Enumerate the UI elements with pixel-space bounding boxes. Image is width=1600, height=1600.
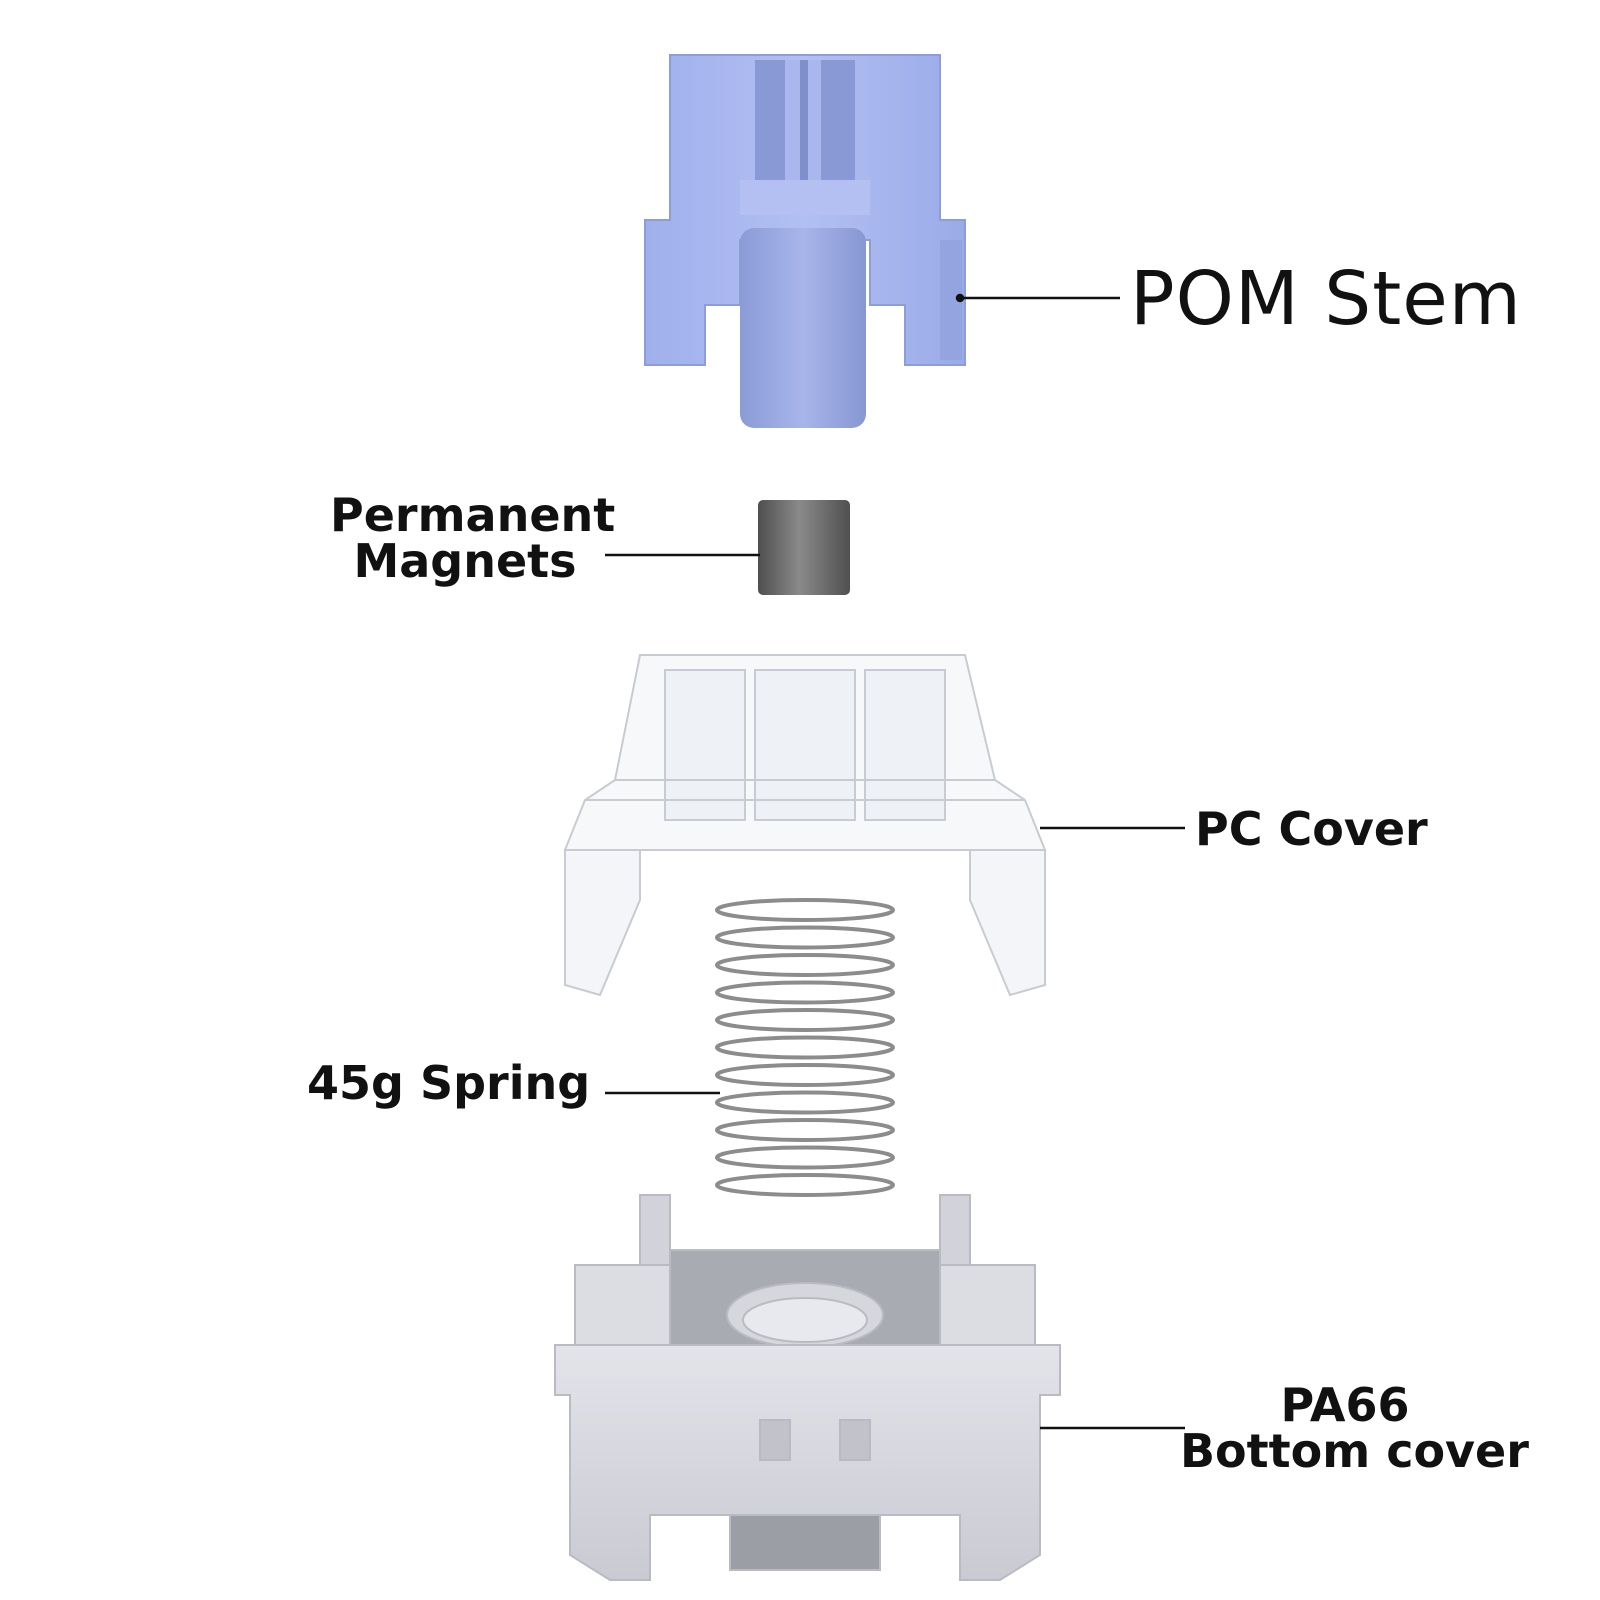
magnet-label-line1: Permanent bbox=[330, 488, 616, 542]
pc-cover-label-text: PC Cover bbox=[1195, 802, 1428, 856]
spring-coil-ring bbox=[715, 1008, 895, 1032]
spring-coil bbox=[715, 898, 895, 1197]
bottom-label-line1: PA66 bbox=[1280, 1378, 1410, 1432]
spring-coil-ring bbox=[715, 1035, 895, 1060]
pom-stem bbox=[644, 54, 966, 428]
pc-cover-label: PC Cover bbox=[1195, 806, 1428, 852]
pom-stem-label-text: POM Stem bbox=[1130, 256, 1522, 342]
magnet-label-line2: Magnets bbox=[353, 534, 577, 588]
spring-coil-ring bbox=[715, 1090, 895, 1115]
spring-label-text: 45g Spring bbox=[307, 1056, 591, 1110]
spring-label: 45g Spring bbox=[307, 1060, 590, 1106]
spring-coil-ring bbox=[715, 1118, 895, 1142]
spring-coil-ring bbox=[715, 953, 895, 977]
bottom-cover-label: PA66 Bottom cover bbox=[1180, 1378, 1529, 1478]
callout-lines bbox=[605, 293, 1185, 1430]
permanent-magnets-label: Permanent Magnets bbox=[330, 488, 616, 588]
spring-coil-ring bbox=[715, 898, 895, 922]
spring-coil-ring bbox=[715, 1063, 895, 1087]
permanent-magnet bbox=[758, 500, 850, 595]
spring-coil-ring bbox=[715, 1173, 895, 1197]
pa66-bottom-housing bbox=[554, 1194, 1061, 1581]
pom-stem-label: POM Stem bbox=[1130, 262, 1522, 336]
spring-coil-ring bbox=[715, 980, 895, 1005]
pc-cover bbox=[563, 654, 1047, 997]
stem-callout-dot bbox=[955, 293, 965, 303]
bottom-label-line2: Bottom cover bbox=[1180, 1424, 1529, 1478]
spring-coil-ring bbox=[715, 925, 895, 950]
spring-coil-ring bbox=[715, 1145, 895, 1170]
